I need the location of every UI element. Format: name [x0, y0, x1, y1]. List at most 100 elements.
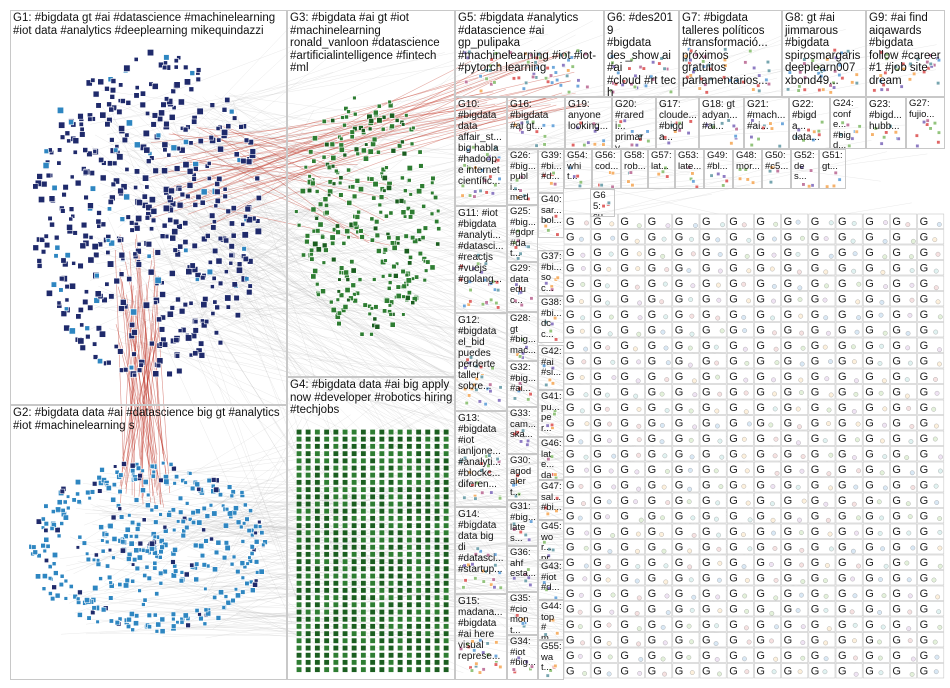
mini-group-label: G	[566, 526, 575, 538]
mini-group-label: G	[593, 635, 602, 647]
mini-group-node	[635, 239, 639, 243]
mini-group-node	[607, 422, 611, 426]
mini-group-label: G	[566, 573, 575, 585]
mini-group-label: G	[729, 557, 738, 569]
mini-group-node	[690, 314, 694, 318]
mini-group-label: G	[920, 371, 929, 383]
mini-group-node	[584, 546, 588, 550]
mini-group-label: G	[648, 449, 657, 461]
mini-group-label: G	[865, 650, 874, 662]
mini-group-label: G	[920, 464, 929, 476]
group-box-g48: G48: mor...	[733, 149, 762, 189]
mini-group-node	[801, 579, 805, 583]
mini-group-label: G	[648, 666, 657, 678]
mini-group-node	[938, 546, 942, 550]
mini-group-label: G	[811, 542, 820, 554]
mini-group-node	[910, 298, 914, 302]
mini-group-node	[748, 518, 752, 522]
mini-group-node	[584, 564, 588, 568]
group-box-g47: G47: sal... #bi...	[538, 480, 564, 520]
mini-group-label: G	[648, 418, 657, 430]
mini-group-label: G	[920, 526, 929, 538]
mini-group-node	[852, 638, 856, 642]
mini-group-label: G	[756, 557, 765, 569]
mini-group-node	[636, 453, 640, 457]
mini-group-label: G	[756, 480, 765, 492]
mini-group-label: G	[620, 511, 629, 523]
mini-group-label: G	[756, 309, 765, 321]
group-label: G57: lat...	[651, 151, 673, 172]
mini-group-node	[878, 577, 882, 581]
mini-group-label: G	[811, 650, 820, 662]
mini-group-label: G	[702, 232, 711, 244]
mini-group-label: G	[620, 247, 629, 259]
mini-group-node	[879, 670, 883, 674]
mini-group-node	[823, 345, 827, 349]
mini-group-label: G	[892, 557, 901, 569]
mini-group-node	[607, 672, 611, 676]
mini-group-node	[907, 626, 911, 630]
mini-group-label: G	[675, 402, 684, 414]
group-box-g58: G58: rob...	[621, 149, 648, 189]
mini-group-label: G	[675, 325, 684, 337]
mini-group-label: G	[784, 526, 793, 538]
mini-group-label: G	[865, 356, 874, 368]
mini-group-label: G	[784, 294, 793, 306]
mini-group-node	[689, 578, 693, 582]
mini-group-node	[690, 332, 694, 336]
mini-group-node	[605, 393, 609, 397]
mini-group-label: G	[648, 216, 657, 228]
mini-group-node	[612, 454, 616, 458]
mini-group-label: G	[865, 247, 874, 259]
group-box-g11: G11: #iot #bigdata #analyti... #datasci.…	[455, 206, 507, 313]
mini-group-label: G	[865, 511, 874, 523]
mini-group-node	[689, 640, 693, 644]
mini-group-label: G	[838, 604, 847, 616]
mini-group-label: G	[811, 588, 820, 600]
mini-group-node	[578, 654, 582, 658]
mini-group-label: G	[920, 480, 929, 492]
mini-group-label: G	[920, 418, 929, 430]
group-label: G18: gt adyan... #ai...	[702, 99, 742, 132]
mini-group-node	[746, 299, 750, 303]
mini-group-label: G	[865, 495, 874, 507]
group-label: G15: madana... #bigdata #ai here visual …	[458, 596, 505, 662]
mini-group-node	[852, 455, 856, 459]
mini-group-node	[692, 533, 696, 537]
mini-group-label: G	[756, 526, 765, 538]
mini-group-node	[659, 300, 663, 304]
group-label: G12: #bigdata el_bid puedes perderte tal…	[458, 315, 505, 392]
mini-group-node	[935, 595, 939, 599]
group-box-g14: G14: #bigdata data big di #datasci... #s…	[455, 507, 507, 594]
mini-group-label: G	[784, 480, 793, 492]
mini-group-node	[771, 299, 775, 303]
mini-group-node	[688, 297, 692, 301]
mini-group-node	[796, 220, 800, 224]
group-box-g23: G23: #bigd... hubb...	[866, 97, 906, 149]
mini-group-node	[823, 670, 827, 674]
mini-group-label: G	[784, 464, 793, 476]
mini-group-label: G	[756, 232, 765, 244]
mini-group-label: G	[566, 340, 575, 352]
mini-group-label: G	[648, 604, 657, 616]
mini-group-node	[579, 484, 583, 488]
mini-group-node	[933, 237, 937, 241]
mini-group-label: G	[566, 619, 575, 631]
group-label: G29: data educ...	[510, 264, 536, 306]
mini-group-label: G	[593, 356, 602, 368]
mini-group-label: G	[702, 356, 711, 368]
mini-group-label: G	[865, 557, 874, 569]
mini-group-node	[909, 439, 913, 443]
mini-group-node	[938, 455, 942, 459]
mini-group-label: G	[756, 387, 765, 399]
mini-group-node	[905, 394, 909, 398]
mini-group-node	[606, 564, 610, 568]
mini-group-node	[802, 499, 806, 503]
mini-group-node	[637, 596, 641, 600]
mini-group-label: G	[784, 325, 793, 337]
mini-group-label: G	[838, 387, 847, 399]
group-box-g26: G26: #big... publi... medi...	[507, 149, 538, 205]
mini-group-node	[883, 454, 887, 458]
mini-group-label: G	[675, 309, 684, 321]
mini-group-node	[742, 657, 746, 661]
